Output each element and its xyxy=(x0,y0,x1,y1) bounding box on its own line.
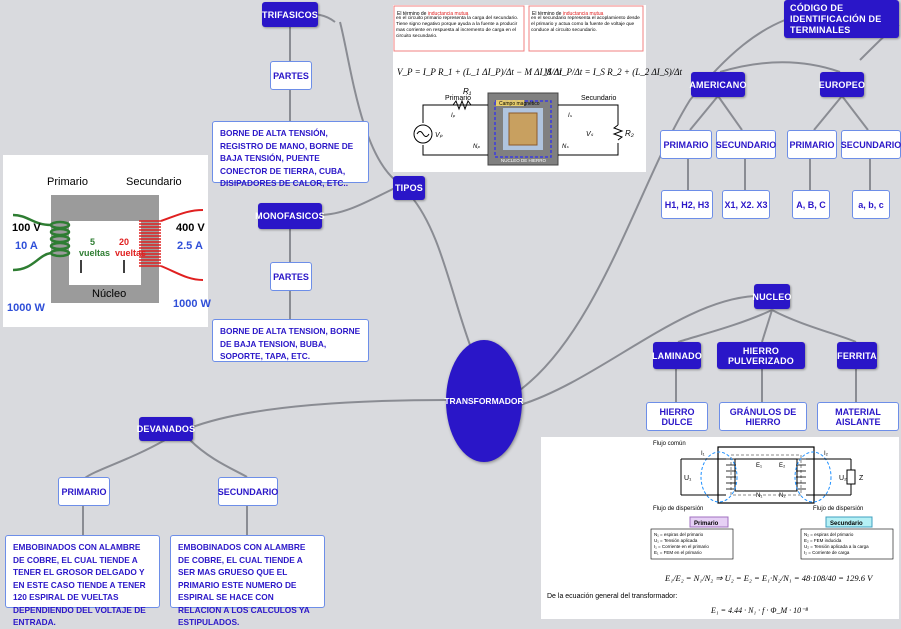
node-hierro-pulverizado[interactable]: HIERRO PULVERIZADO xyxy=(717,342,805,369)
label-n2-vueltas: vueltas xyxy=(115,248,146,258)
node-partes-trifasicos[interactable]: PARTES xyxy=(270,61,312,90)
primary-coil xyxy=(12,213,71,272)
node-europeo[interactable]: EUROPEO xyxy=(819,72,865,97)
svg-text:I₁: I₁ xyxy=(701,451,705,457)
node-europeo-primario[interactable]: PRIMARIO xyxy=(787,130,837,159)
node-monofasicos[interactable]: MONOFASICOS xyxy=(255,203,325,229)
svg-text:Primario: Primario xyxy=(445,95,471,102)
node-laminado[interactable]: LAMINADO xyxy=(652,342,702,369)
label-v2: 400 V xyxy=(176,222,205,234)
label-secundario: Secundario xyxy=(126,176,182,188)
image-transformer-basic: Primario Secundario 100 V 10 A 400 V 2.5… xyxy=(3,155,212,327)
svg-text:Z: Z xyxy=(859,475,864,482)
svg-text:R₁: R₁ xyxy=(463,87,472,96)
svg-text:R₂: R₂ xyxy=(625,129,634,138)
svg-text:Secundario: Secundario xyxy=(581,95,617,102)
svg-text:Vₛ: Vₛ xyxy=(586,131,594,138)
equation-fem: E₁ = 4.44 · N₁ · f · Φ_M · 10⁻⁸ xyxy=(710,606,808,615)
node-h1-h2-h3[interactable]: H1, H2, H3 xyxy=(661,190,713,219)
node-europeo-secundario[interactable]: SECUNDARIO xyxy=(841,130,901,159)
svg-text:N₁ = espiras del primario: N₁ = espiras del primario xyxy=(654,532,704,537)
node-trifasicos[interactable]: TRIFASICOS xyxy=(262,2,318,27)
label-n1-vueltas: vueltas xyxy=(79,248,110,258)
label-n1: 5 xyxy=(90,237,95,247)
svg-text:N₁: N₁ xyxy=(756,493,762,499)
svg-text:E₂ = FEM inducida: E₂ = FEM inducida xyxy=(804,538,842,543)
image-mutual-inductance: El término de inductancia mutua en el ci… xyxy=(393,5,683,172)
svg-text:Campo magnético: Campo magnético xyxy=(499,101,540,107)
node-americano-primario[interactable]: PRIMARIO xyxy=(660,130,712,159)
node-material-aislante[interactable]: MATERIAL AISLANTE xyxy=(817,402,899,431)
equation-primary: V_P = I_P R_1 + (L_1 ΔI_P)/Δt − M ΔI_S/Δ… xyxy=(397,67,562,77)
center-node-transformador[interactable]: TRANSFORMADOR xyxy=(444,340,524,462)
svg-text:El término de inductancia mutu: El término de inductancia mutua xyxy=(532,11,604,17)
node-a-b-c[interactable]: A, B, C xyxy=(792,190,830,219)
svg-text:Iₛ: Iₛ xyxy=(568,113,573,119)
label-p1: 1000 W xyxy=(7,302,46,314)
svg-text:N₂ = espiras del primario: N₂ = espiras del primario xyxy=(804,532,854,537)
note-monofasicos-partes: BORNE DE ALTA TENSION, BORNE DE BAJA TEN… xyxy=(212,319,369,362)
label-p2: 1000 W xyxy=(173,298,212,310)
node-americano-secundario[interactable]: SECUNDARIO xyxy=(716,130,776,159)
svg-text:U₁: U₁ xyxy=(684,475,692,482)
svg-text:I₂ = Corriente de carga: I₂ = Corriente de carga xyxy=(804,550,850,555)
svg-text:El término de inductancia mutu: El término de inductancia mutua xyxy=(397,11,469,17)
node-codigo-identificacion[interactable]: CÓDIGO DE IDENTIFICACIÓN DE TERMINALES xyxy=(784,0,899,38)
svg-text:U₂: U₂ xyxy=(839,475,847,482)
label-v1: 100 V xyxy=(12,222,41,234)
svg-text:Nₚ: Nₚ xyxy=(473,144,480,150)
node-tipos[interactable]: TIPOS xyxy=(393,176,425,200)
label-n2: 20 xyxy=(119,237,129,247)
svg-text:NUCLEO DE HIERRO: NUCLEO DE HIERRO xyxy=(501,158,547,163)
svg-text:Primario: Primario xyxy=(694,521,719,527)
node-partes-monofasicos[interactable]: PARTES xyxy=(270,262,312,291)
node-americano[interactable]: AMERICANO xyxy=(689,72,746,97)
equation-turns-ratio: E₁/E₂ = N₁/N₂ ⇒ U₂ = E₂ = E₁·N₂/N₁ = 48·… xyxy=(664,573,874,583)
svg-text:Iₚ: Iₚ xyxy=(451,113,456,119)
svg-text:Flujo de dispersión: Flujo de dispersión xyxy=(653,506,703,512)
svg-text:E₁ = FEM en el primario: E₁ = FEM en el primario xyxy=(654,550,702,555)
node-hierro-dulce[interactable]: HIERRO DULCE xyxy=(646,402,708,431)
svg-text:I₁ = Corriente en el primario: I₁ = Corriente en el primario xyxy=(654,544,709,549)
svg-text:U₂ = Tensión aplicada a la car: U₂ = Tensión aplicada a la carga xyxy=(804,544,869,549)
label-general-equation: De la ecuación general del transformador… xyxy=(547,593,677,600)
svg-text:Vₚ: Vₚ xyxy=(435,132,443,139)
note-primario: EMBOBINADOS CON ALAMBRE DE COBRE, EL CUA… xyxy=(5,535,160,627)
label-nucleo: Núcleo xyxy=(92,288,126,300)
svg-text:E₂: E₂ xyxy=(779,463,786,469)
equation-secondary: M ΔI_P/Δt = I_S R_2 + (L_2 ΔI_S)/Δt xyxy=(543,67,683,77)
text-primary-explanation: en el circuito primario representa la ca… xyxy=(396,16,519,39)
label-primario: Primario xyxy=(47,176,88,188)
core-window xyxy=(69,221,141,285)
node-granulos-hierro[interactable]: GRÁNULOS DE HIERRO xyxy=(719,402,807,431)
svg-text:Nₛ: Nₛ xyxy=(562,144,569,150)
svg-text:E₁: E₁ xyxy=(756,463,762,469)
node-ferrita[interactable]: FERRITA xyxy=(837,342,877,369)
svg-text:N₂: N₂ xyxy=(779,493,786,499)
node-x1-x2-x3[interactable]: X1, X2. X3 xyxy=(722,190,770,219)
text-secondary-explanation: en el secundario representa el acoplamie… xyxy=(531,16,640,33)
node-a-b-c-lower[interactable]: a, b, c xyxy=(852,190,890,219)
note-trifasicos-partes: BORNE DE ALTA TENSIÓN, REGISTRO DE MANO,… xyxy=(212,121,369,188)
node-primario[interactable]: PRIMARIO xyxy=(58,477,110,506)
image-flux-equations: Flujo común Flujo de dispersión Flujo de… xyxy=(541,437,899,619)
node-devanados[interactable]: DEVANADOS xyxy=(137,417,195,441)
svg-text:Flujo común: Flujo común xyxy=(653,441,686,447)
label-i1: 10 A xyxy=(15,240,38,252)
secondary-coil xyxy=(139,220,161,267)
svg-text:Flujo de dispersión: Flujo de dispersión xyxy=(813,506,863,512)
svg-text:Secundario: Secundario xyxy=(830,521,863,527)
svg-text:U₁ = Tensión aplicada: U₁ = Tensión aplicada xyxy=(654,538,698,543)
svg-text:I₂: I₂ xyxy=(824,451,829,457)
node-secundario[interactable]: SECUNDARIO xyxy=(218,477,278,506)
note-secundario: EMBOBINADOS CON ALAMBRE DE COBRE, EL CUA… xyxy=(170,535,325,627)
label-i2: 2.5 A xyxy=(177,240,203,252)
node-nucleo[interactable]: NUCLEO xyxy=(752,284,791,309)
